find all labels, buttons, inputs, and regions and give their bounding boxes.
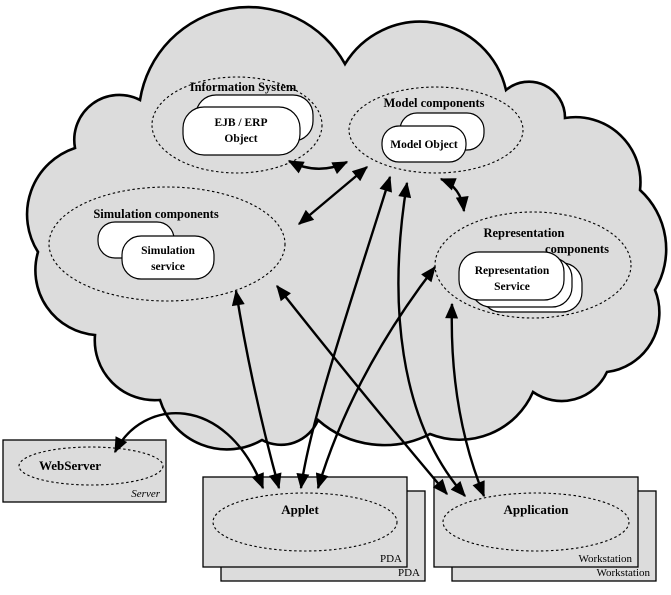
application-title: Application: [503, 502, 569, 517]
workstation-caption-back: Workstation: [597, 567, 651, 579]
simulation-service-label-line1: Simulation: [141, 245, 195, 257]
model-components-boundary: [348, 86, 524, 174]
simulation-service: [121, 235, 215, 280]
pda-caption-back: PDA: [398, 567, 420, 579]
pda-box-front: [202, 476, 408, 568]
information-system-boundary: [151, 76, 323, 174]
workstation-caption-front: Workstation: [579, 553, 633, 565]
server-caption: Server: [131, 488, 160, 500]
representation-components-title-line1: Representation: [483, 226, 564, 240]
node-webserver: WebServer Server: [2, 439, 167, 503]
model-object-label: Model Object: [390, 139, 458, 151]
edge-representation-application: [445, 302, 486, 498]
cluster-representation-components: Representation components Representation…: [434, 211, 632, 319]
representation-service-label-line1: Representation: [475, 265, 550, 277]
applet-boundary: [212, 492, 398, 552]
cluster-information-system: Information System EJB / ERP Object: [151, 76, 323, 174]
ejb-erp-object-label-line1: EJB / ERP: [214, 117, 267, 129]
representation-components-title-line2: components: [545, 242, 609, 256]
representation-service-label-line2: Service: [494, 281, 530, 293]
node-applet: PDA Applet PDA: [202, 476, 426, 582]
model-components-title: Model components: [383, 96, 484, 110]
information-system-title: Information System: [190, 80, 297, 94]
simulation-service-label-line2: service: [151, 261, 185, 273]
simulation-components-title: Simulation components: [93, 207, 219, 221]
cluster-simulation-components: Simulation components Simulation service: [48, 186, 286, 302]
edge-simulation-applet: [231, 289, 282, 490]
cluster-model-components: Model components Model Object: [348, 86, 524, 174]
edges: [113, 159, 486, 498]
applet-title: Applet: [281, 502, 319, 517]
node-application: Workstation Application Workstation: [433, 476, 657, 582]
webserver-title: WebServer: [39, 458, 101, 473]
pda-caption-front: PDA: [380, 553, 402, 565]
application-boundary: [442, 492, 630, 552]
ejb-erp-object: [182, 106, 301, 156]
edge-representation-applet: [315, 265, 436, 490]
edge-webserver-applet: [113, 412, 265, 490]
ejb-erp-object-label-line2: Object: [224, 133, 257, 145]
simulation-components-boundary: [48, 186, 286, 302]
model-object: [381, 125, 467, 163]
